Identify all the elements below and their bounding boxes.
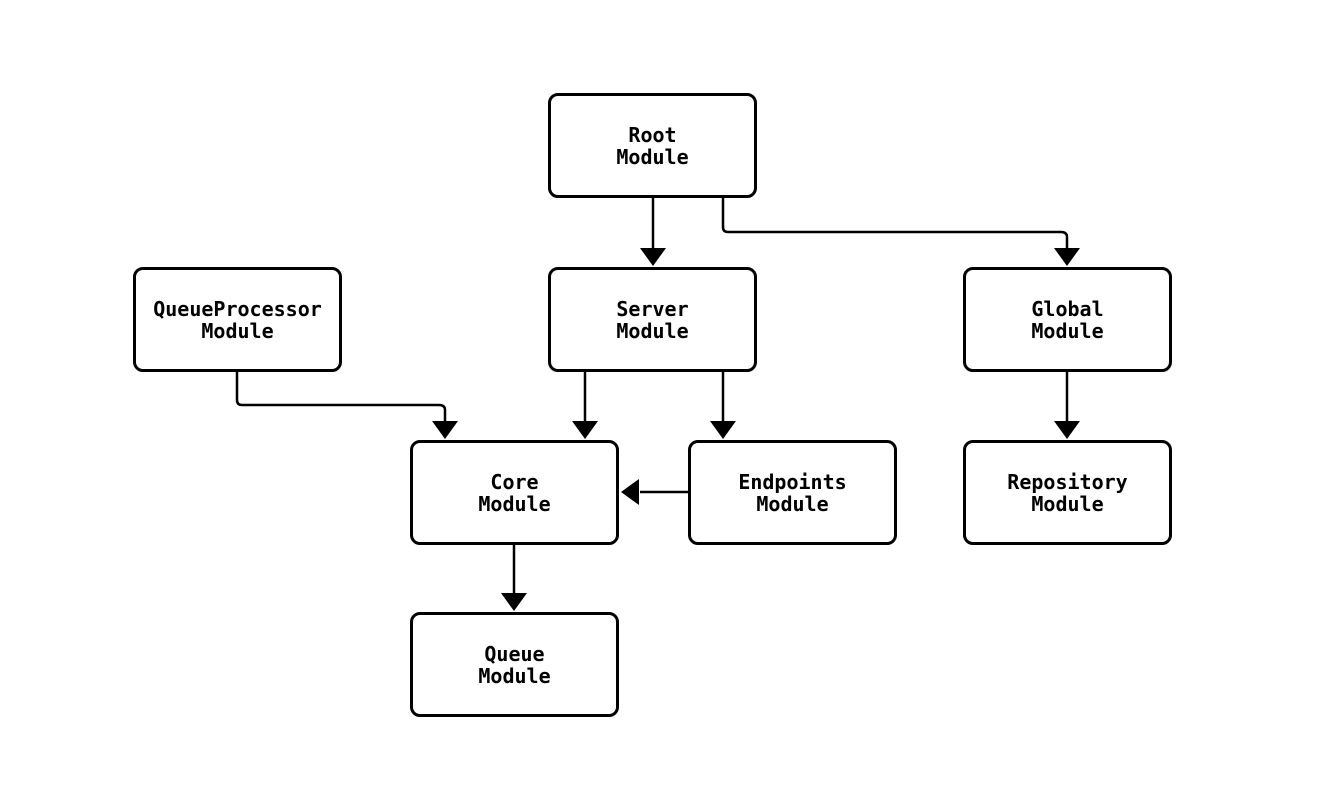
- node-queue-module: Queue Module: [410, 612, 619, 717]
- node-server-module-label: Server Module: [616, 296, 689, 343]
- edge-root-to-global: [721, 198, 1069, 251]
- arrowhead-endpoints-to-core: [621, 479, 639, 505]
- arrowhead-queueprocessor-to-core: [432, 421, 458, 439]
- node-core-module-label: Core Module: [478, 469, 551, 516]
- arrowhead-server-to-core: [572, 421, 598, 439]
- arrowhead-global-to-repository: [1054, 421, 1080, 439]
- node-queueprocessor-module: QueueProcessor Module: [133, 267, 342, 372]
- node-repository-module-label: Repository Module: [1007, 469, 1128, 516]
- arrowhead-core-to-queue: [501, 593, 527, 611]
- arrowhead-root-to-global: [1054, 248, 1080, 266]
- node-server-module: Server Module: [548, 267, 757, 372]
- node-endpoints-module-label: Endpoints Module: [738, 469, 847, 516]
- node-root-module: Root Module: [548, 93, 757, 198]
- node-global-module: Global Module: [963, 267, 1172, 372]
- edge-queueprocessor-to-core: [235, 372, 447, 424]
- node-repository-module: Repository Module: [963, 440, 1172, 545]
- arrowhead-root-to-server: [640, 248, 666, 266]
- node-queueprocessor-module-label: QueueProcessor Module: [153, 296, 322, 343]
- node-core-module: Core Module: [410, 440, 619, 545]
- arrowhead-server-to-endpoints: [710, 421, 736, 439]
- node-queue-module-label: Queue Module: [478, 641, 551, 688]
- node-global-module-label: Global Module: [1031, 296, 1104, 343]
- node-root-module-label: Root Module: [616, 122, 689, 169]
- node-endpoints-module: Endpoints Module: [688, 440, 897, 545]
